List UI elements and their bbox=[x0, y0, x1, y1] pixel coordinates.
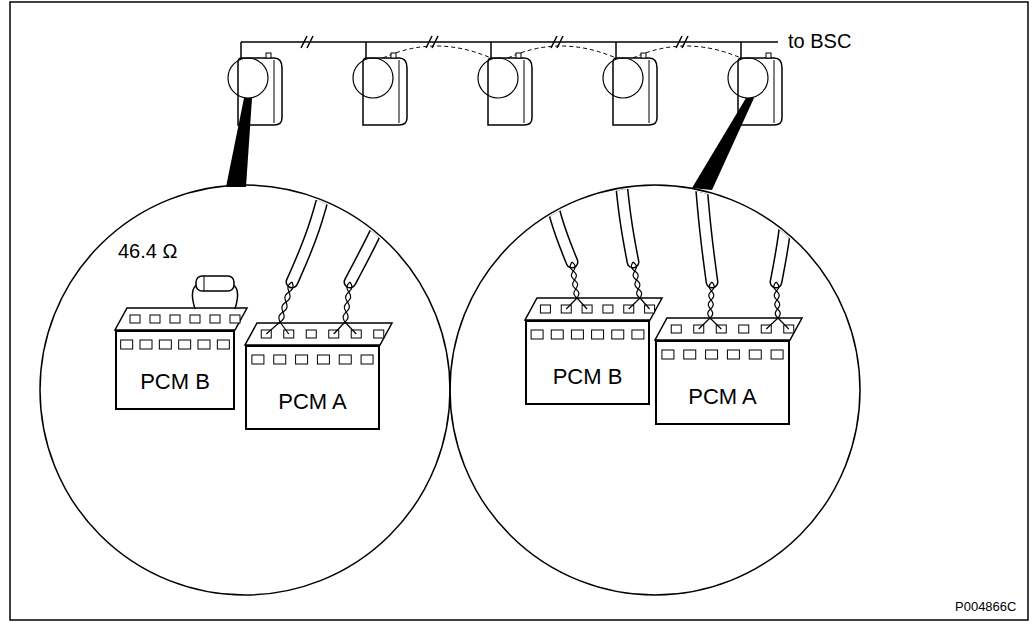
connector-teeth bbox=[657, 348, 788, 364]
frame bbox=[10, 2, 1028, 620]
resistor-value-text: 46.4 Ω bbox=[118, 240, 177, 262]
base-stations bbox=[238, 53, 782, 125]
pcm-cables bbox=[266, 170, 790, 334]
connector-teeth bbox=[117, 338, 233, 354]
connector-label: PCM A bbox=[688, 385, 756, 423]
dashed-links bbox=[383, 46, 741, 58]
connector-teeth bbox=[527, 328, 648, 344]
resistor-symbol bbox=[192, 276, 237, 309]
pcm-connector: PCM A bbox=[245, 345, 380, 430]
connector-label: PCM B bbox=[140, 370, 210, 408]
connector-teeth bbox=[247, 353, 378, 369]
resistor-value: 46.4 Ω bbox=[118, 240, 177, 262]
connector-label: PCM B bbox=[553, 365, 623, 403]
connector-label: PCM A bbox=[278, 390, 346, 428]
detail-circles bbox=[228, 58, 768, 98]
figure-number: P004866C bbox=[955, 600, 1016, 614]
leader-wedges bbox=[226, 98, 754, 190]
magnified-views bbox=[40, 185, 860, 595]
destination-label: to BSC bbox=[788, 30, 851, 52]
pcm-connector: PCM A bbox=[655, 340, 790, 425]
pcm-bus bbox=[241, 36, 778, 58]
pcm-connector: PCM B bbox=[525, 320, 650, 405]
destination-label-text: to BSC bbox=[788, 30, 851, 52]
pcm-connector: PCM B bbox=[115, 330, 235, 410]
figure-number-text: P004866C bbox=[955, 599, 1016, 614]
